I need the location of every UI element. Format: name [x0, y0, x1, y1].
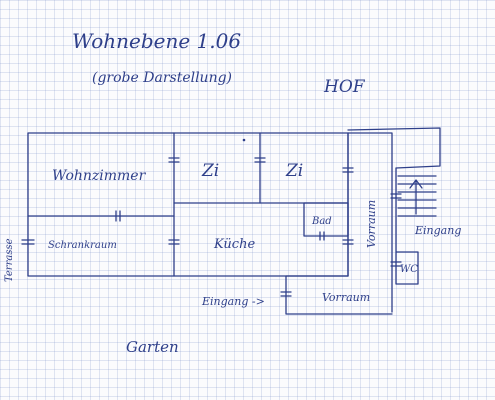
plan-subtitle: (grobe Darstellung) [92, 70, 232, 86]
garden-label: Garten [126, 338, 179, 356]
vorraum-corridor-outline [285, 132, 393, 315]
room-label-wc: WC [400, 264, 418, 275]
terrace-label: Terrasse [4, 238, 15, 282]
room-label-wohnzimmer: Wohnzimmer [52, 168, 147, 184]
room-label-vorraum-vertical: Vorraum [365, 200, 378, 248]
entrance-label-side: Eingang [414, 224, 461, 237]
wall-mark [242, 138, 246, 142]
room-label-zi-1: Zi [201, 161, 219, 181]
stairs-arrow-up [409, 179, 423, 215]
room-label-schrankraum: Schrankraum [48, 240, 117, 251]
door-marks [21, 157, 402, 297]
room-label-bad: Bad [311, 216, 332, 227]
wall-mid-horizontal [27, 202, 349, 217]
stairs [397, 175, 437, 217]
bathroom-outline [303, 202, 349, 237]
courtyard-label: HOF [323, 77, 366, 97]
room-label-vorraum-bottom: Vorraum [322, 291, 370, 304]
room-label-kueche: Küche [213, 237, 255, 252]
room-label-zi-2: Zi [285, 161, 303, 181]
stair-block-outline [347, 127, 441, 285]
entrance-label-bottom: Eingang -> [201, 295, 265, 308]
main-outline [27, 132, 349, 277]
plan-title: Wohnebene 1.06 [72, 29, 241, 53]
